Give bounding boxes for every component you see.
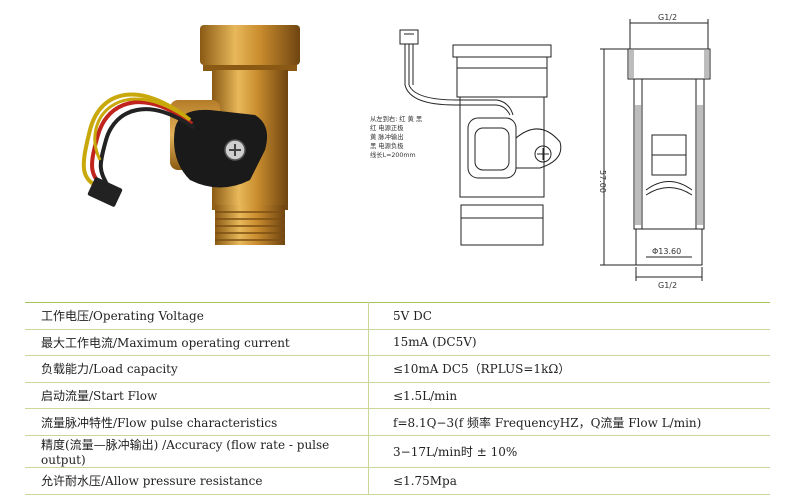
spec-label: 精度(流量—脉冲输出) /Accuracy (flow rate - pulse… [25, 435, 369, 468]
table-row: 允许耐水压/Allow pressure resistance ≤1.75Mpa [25, 467, 770, 495]
legend-line: 黄 脉冲输出 [370, 134, 404, 141]
spec-value: ≤1.5L/min [368, 382, 770, 410]
spec-label: 流量脉冲特性/Flow pulse characteristics [25, 408, 369, 436]
spec-label: 负载能力/Load capacity [25, 355, 369, 383]
table-row: 工作电压/Operating Voltage 5V DC [25, 302, 770, 330]
spec-value: f=8.1Q−3(f 频率 FrequencyHZ，Q流量 Flow L/min… [368, 408, 770, 436]
sensor-photo [81, 25, 300, 245]
spec-value: 3−17L/min时 ± 10% [368, 435, 770, 468]
section-drawing: G1/2 57.00 Φ13.60 G1/2 [598, 13, 711, 290]
legend-line: 线长L=200mm [370, 152, 416, 159]
table-row: 负载能力/Load capacity ≤10mA DC5（RPLUS=1kΩ） [25, 355, 770, 383]
dim-inner-label: Φ13.60 [652, 247, 681, 256]
legend-line: 从左到右: 红 黄 黑 [370, 116, 423, 123]
table-row: 精度(流量—脉冲输出) /Accuracy (flow rate - pulse… [25, 435, 770, 468]
spec-label: 最大工作电流/Maximum operating current [25, 329, 369, 357]
wire-legend: 从左到右: 红 黄 黑 红 电源正极 黄 脉冲输出 黑 电源负极 线长L=200… [370, 115, 460, 160]
spec-label: 工作电压/Operating Voltage [25, 302, 369, 330]
table-row: 启动流量/Start Flow ≤1.5L/min [25, 382, 770, 410]
top-view-drawing [399, 29, 562, 246]
product-figures: 从左到右: 红 黄 黑 红 电源正极 黄 脉冲输出 黑 电源负极 线长L=200… [81, 13, 711, 290]
table-row: 流量脉冲特性/Flow pulse characteristics f=8.1Q… [25, 408, 770, 436]
spec-value: ≤1.75Mpa [368, 467, 770, 495]
spec-table: 工作电压/Operating Voltage 5V DC 最大工作电流/Maxi… [25, 302, 770, 495]
spec-label: 允许耐水压/Allow pressure resistance [25, 467, 369, 495]
dim-bottom-label: G1/2 [658, 281, 677, 290]
spec-value: ≤10mA DC5（RPLUS=1kΩ） [368, 355, 770, 383]
spec-value: 5V DC [368, 302, 770, 330]
dim-top-label: G1/2 [658, 13, 677, 22]
spec-value: 15mA (DC5V) [368, 329, 770, 357]
legend-line: 红 电源正极 [370, 125, 404, 132]
table-row: 最大工作电流/Maximum operating current 15mA (D… [25, 329, 770, 357]
spec-label: 启动流量/Start Flow [25, 382, 369, 410]
legend-line: 黑 电源负极 [370, 143, 404, 150]
dim-height-label: 57.00 [598, 170, 607, 193]
